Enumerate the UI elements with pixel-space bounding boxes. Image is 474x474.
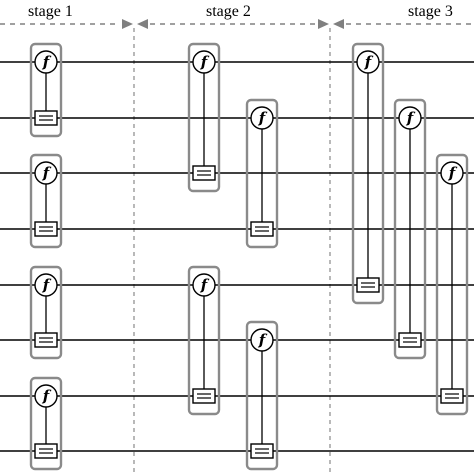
gate-box: [187, 265, 221, 416]
f-gate-label: f: [42, 276, 52, 294]
measurement-icon: [34, 332, 58, 348]
f-gate-icon: [34, 50, 58, 74]
f-gate-label: f: [258, 109, 268, 127]
gate-box: [29, 153, 63, 249]
f-gate-icon: [250, 328, 274, 352]
gate: f: [393, 98, 427, 360]
gate-box: [29, 42, 63, 138]
arrow-right-icon: [318, 19, 329, 29]
measurement-icon: [398, 332, 422, 348]
f-gate-icon: [34, 161, 58, 185]
f-gate-icon: [34, 273, 58, 297]
gate-box: [29, 265, 63, 360]
measurement-icon: [34, 110, 58, 126]
stage-2-label: stage 2: [206, 3, 251, 20]
measurement-icon: [250, 443, 274, 459]
f-gate-label: f: [448, 164, 458, 182]
stage-1-label: stage 1: [28, 3, 73, 20]
f-gate-label: f: [200, 53, 210, 71]
gate: f: [435, 153, 469, 416]
gate-box: [393, 98, 427, 360]
f-gate-icon: [440, 161, 464, 185]
measurement-icon: [356, 277, 380, 293]
arrow-left-icon: [137, 19, 148, 29]
gate: f: [29, 265, 63, 360]
stage-header: stage 1 stage 2 stage 3: [0, 3, 474, 29]
f-gate-label: f: [364, 53, 374, 71]
f-gate-label: f: [406, 109, 416, 127]
measurement-icon: [440, 388, 464, 404]
f-gate-label: f: [258, 331, 268, 349]
gate: f: [29, 376, 63, 471]
f-gate-icon: [192, 50, 216, 74]
gate: f: [245, 98, 279, 249]
gate: f: [187, 265, 221, 416]
arrow-right-icon: [122, 19, 133, 29]
measurement-icon: [192, 388, 216, 404]
gate: f: [29, 42, 63, 138]
f-gate-icon: [356, 50, 380, 74]
arrow-left-icon: [333, 19, 344, 29]
measurement-icon: [192, 165, 216, 181]
f-gate-label: f: [42, 164, 52, 182]
gate: f: [29, 153, 63, 249]
gate-box: [435, 153, 469, 416]
gate-box: [187, 42, 221, 193]
gate-box: [29, 376, 63, 471]
measurement-icon: [34, 443, 58, 459]
measurement-icon: [34, 221, 58, 237]
gate-box: [245, 320, 279, 471]
f-gate-icon: [34, 384, 58, 408]
gate-layer: f f f f f f f f f f f: [29, 42, 469, 471]
f-gate-icon: [250, 106, 274, 130]
f-gate-label: f: [42, 387, 52, 405]
measurement-icon: [250, 221, 274, 237]
gate: f: [351, 42, 385, 305]
gate-box: [245, 98, 279, 249]
gate: f: [245, 320, 279, 471]
stage-3-label: stage 3: [408, 3, 453, 20]
gate: f: [187, 42, 221, 193]
gate-box: [351, 42, 385, 305]
f-gate-icon: [398, 106, 422, 130]
f-gate-icon: [192, 273, 216, 297]
f-gate-label: f: [200, 276, 210, 294]
f-gate-label: f: [42, 53, 52, 71]
